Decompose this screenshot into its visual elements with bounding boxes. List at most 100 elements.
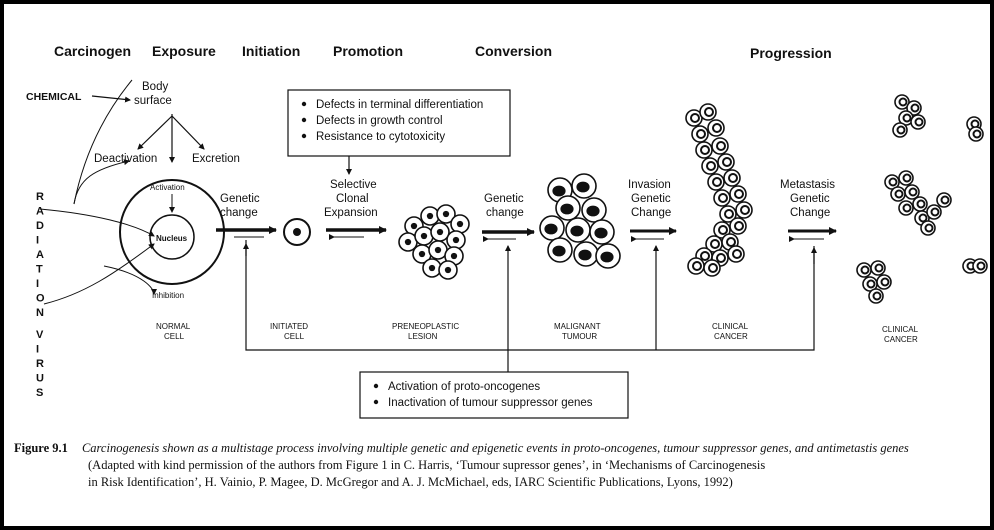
oncogene-bullet	[373, 383, 379, 389]
clinical-1-cell-nucleus	[696, 129, 706, 139]
clinical-2-cell-nucleus	[914, 117, 924, 127]
stage-promotion: Promotion	[333, 43, 403, 59]
clinical-2-cell-nucleus	[916, 199, 926, 209]
oncogene-box-list: Activation of proto-oncogenesInactivatio…	[373, 381, 593, 409]
selective-label-3: Expansion	[324, 207, 378, 219]
initiated-caption-1: INITIATED	[270, 322, 308, 331]
malignant-cell-nucleus	[552, 245, 566, 257]
clinical-1-cell-nucleus	[710, 239, 720, 249]
virus-arrow	[43, 243, 155, 305]
selective-label-2: Clonal	[336, 193, 369, 205]
radiation-letter: T	[36, 264, 43, 276]
radiation-letter: A	[36, 206, 44, 218]
preneo-cell-nucleus	[450, 252, 458, 260]
malignant-tumour-cluster	[539, 173, 621, 269]
clinical-1-cell-nucleus	[716, 141, 726, 151]
deactivation-arrow	[137, 115, 173, 150]
selective-label-1: Selective	[330, 179, 377, 191]
diagram-svg: Carcinogen Exposure Initiation Promotion…	[26, 43, 988, 419]
clinical-1-cell-nucleus	[708, 263, 718, 273]
malignant-cell-nucleus	[586, 205, 600, 217]
preneo-cell-nucleus	[428, 264, 436, 272]
clinical-2-cell-nucleus	[872, 291, 882, 301]
preneo-cell-nucleus	[418, 250, 426, 258]
preneo-caption-1: PRENEOPLASTIC	[392, 322, 459, 331]
clinical-1-cell-nucleus	[700, 145, 710, 155]
virus-letter: R	[36, 358, 44, 370]
clinical-2-cell-nucleus	[910, 103, 920, 113]
promotion-item: Resistance to cytotoxicity	[316, 131, 445, 143]
preneo-cell-nucleus	[436, 228, 444, 236]
preneo-cell-nucleus	[456, 220, 464, 228]
clinical-2-cell-nucleus	[918, 213, 928, 223]
clinical-2-cell-nucleus	[902, 113, 912, 123]
clinical-2-cell-nucleus	[894, 189, 904, 199]
promotion-bullet	[301, 117, 307, 123]
promotion-box-list: Defects in terminal differentiationDefec…	[301, 99, 483, 143]
clinical-1-cell-nucleus	[712, 123, 722, 133]
clinical-2-cell-nucleus	[866, 279, 876, 289]
clinical-1-cell-nucleus	[722, 157, 732, 167]
clinical-1-cell-nucleus	[724, 209, 734, 219]
genetic-change-1-label-a: Genetic	[220, 193, 260, 205]
malignant-caption-2: TUMOUR	[562, 332, 597, 341]
radiation-letter: R	[36, 191, 44, 203]
virus-letter: V	[36, 329, 44, 341]
promotion-bullet	[301, 133, 307, 139]
clinical-2-cell-nucleus	[860, 265, 870, 275]
invasion-label-1: Invasion	[628, 179, 671, 191]
nucleus-label: Nucleus	[156, 234, 188, 243]
radiation-letter: N	[36, 307, 44, 319]
metastasis-label-3: Change	[790, 207, 830, 219]
metastasis-label-2: Genetic	[790, 193, 830, 205]
clinical-1-cell-nucleus	[734, 221, 744, 231]
clinical-cancer-2-clusters	[856, 94, 988, 304]
clinical-2-cell-nucleus	[888, 177, 898, 187]
radiation-letter: D	[36, 220, 44, 232]
body-surface-label-1: Body	[142, 81, 168, 93]
clinical-1-cell-nucleus	[706, 161, 716, 171]
promotion-box	[287, 89, 511, 157]
malignant-cell-nucleus	[578, 249, 592, 261]
activation-label: Activation	[150, 183, 185, 192]
normal-cell-caption-2: CELL	[164, 332, 185, 341]
radiation-letter: A	[36, 249, 44, 261]
clinical-1-cell-nucleus	[700, 251, 710, 261]
metastasis-label-1: Metastasis	[780, 179, 835, 191]
stage-initiation: Initiation	[242, 43, 300, 59]
preneo-cell-nucleus	[426, 212, 434, 220]
excretion-label: Excretion	[192, 153, 240, 165]
clinical-1-cell-nucleus	[726, 237, 736, 247]
oncogene-item: Activation of proto-oncogenes	[388, 381, 540, 393]
clinical-2-cell-nucleus	[940, 195, 950, 205]
clinical-2-cell-nucleus	[874, 263, 884, 273]
caption-credit-1: (Adapted with kind permission of the aut…	[88, 458, 766, 472]
preneo-cell-nucleus	[410, 222, 418, 230]
preneo-caption-2: LESION	[408, 332, 438, 341]
body-surface-curve	[73, 79, 133, 205]
preneo-cell-nucleus	[444, 266, 452, 274]
preneo-cell-nucleus	[442, 210, 450, 218]
promotion-item: Defects in growth control	[316, 115, 443, 127]
clinical-2-caption-2: CANCER	[884, 335, 918, 344]
chemical-arrow	[91, 95, 131, 103]
initiated-cell-nucleus	[293, 228, 301, 236]
normal-cell-outer	[119, 179, 225, 285]
malignant-cell-nucleus	[594, 227, 608, 239]
clinical-1-cell-nucleus	[718, 225, 728, 235]
clinical-2-cell-nucleus	[930, 207, 940, 217]
radiation-arrow	[39, 208, 155, 237]
malignant-cell-nucleus	[600, 251, 614, 263]
virus-letter: U	[36, 373, 44, 385]
preneoplastic-lesion-cluster	[398, 204, 470, 280]
feedback-loop-line	[245, 240, 815, 351]
stage-carcinogen: Carcinogen	[54, 43, 131, 59]
clinical-1-caption-2: CANCER	[714, 332, 748, 341]
clinical-1-cell-nucleus	[718, 193, 728, 203]
clinical-1-cell-nucleus	[716, 253, 726, 263]
normal-cell-caption-1: NORMAL	[156, 322, 191, 331]
oncogene-box	[359, 371, 629, 419]
clinical-2-cell-nucleus	[924, 223, 934, 233]
